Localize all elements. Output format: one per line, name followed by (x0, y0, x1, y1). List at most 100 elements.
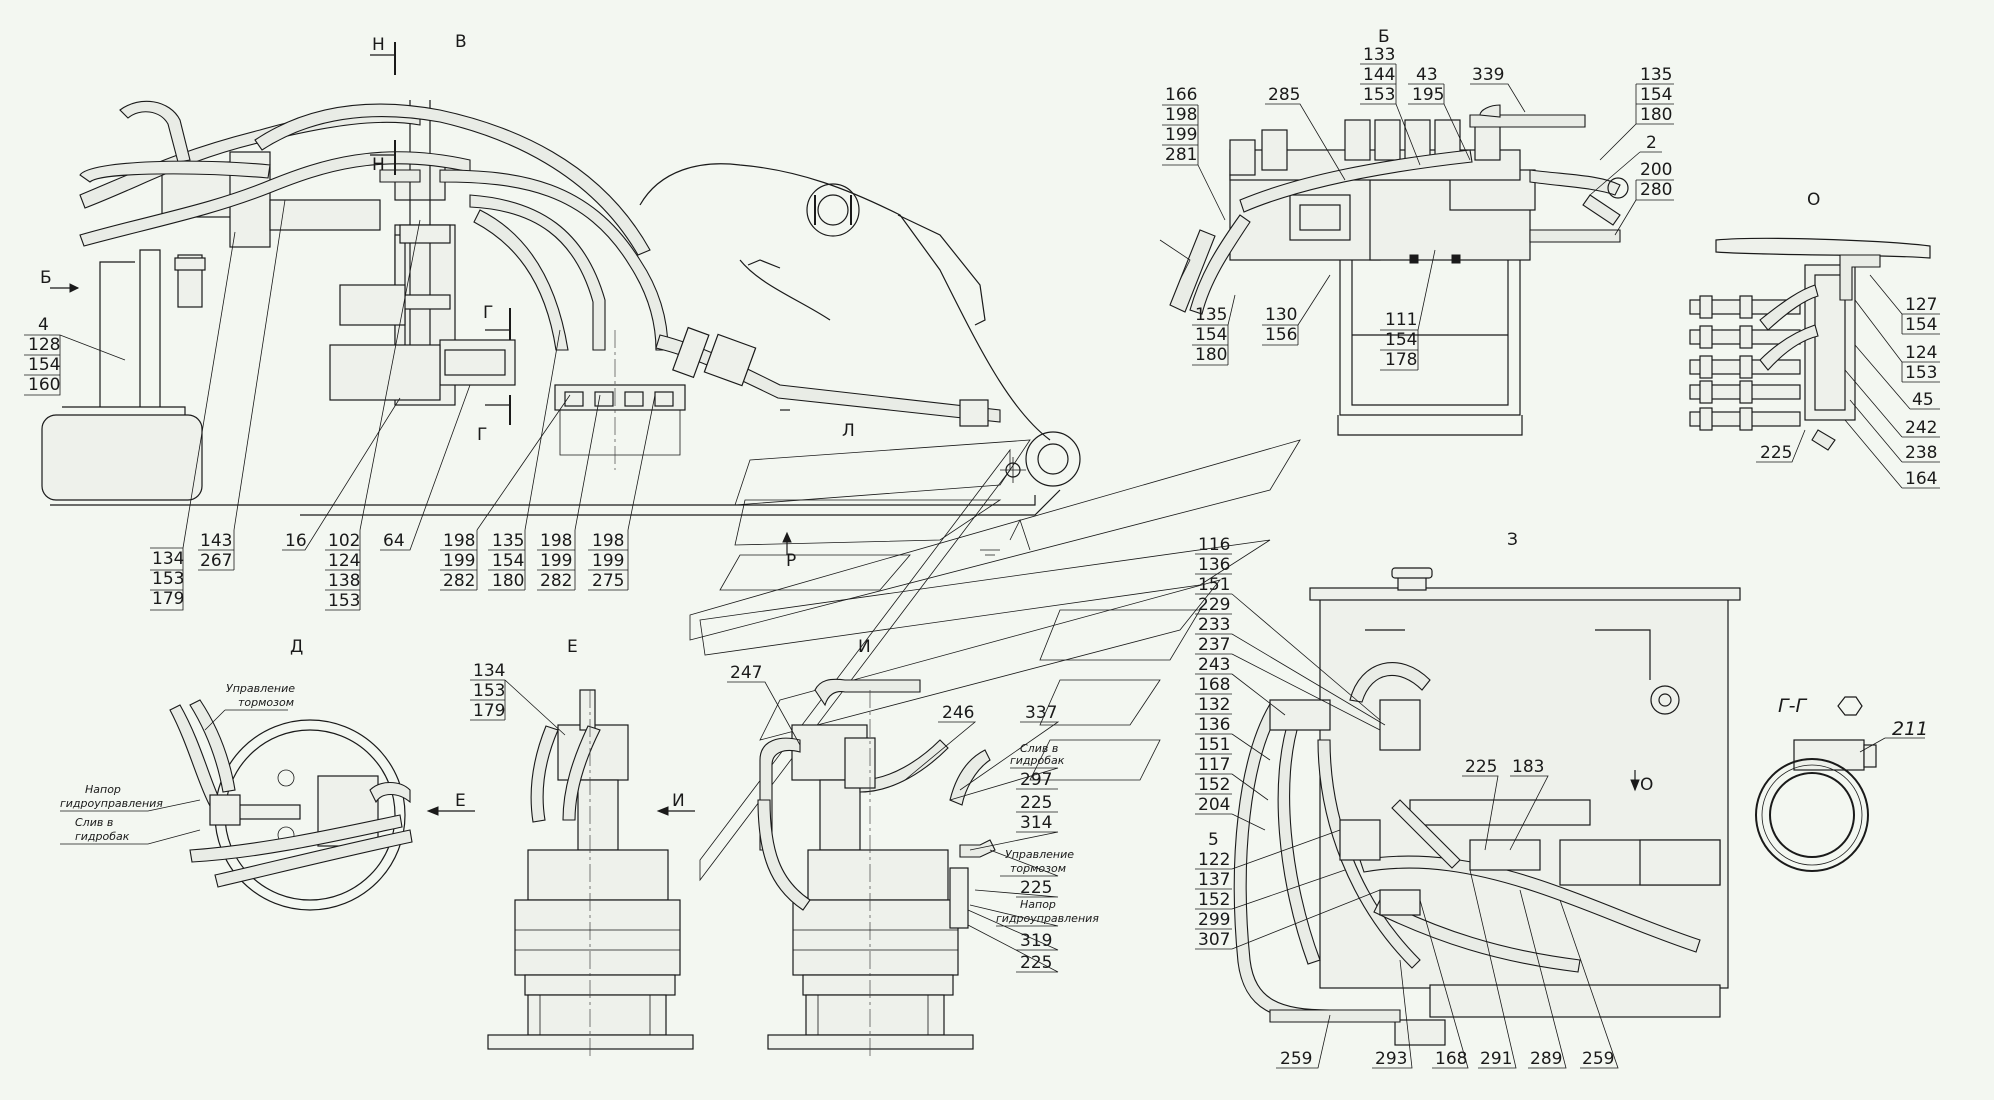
callout-b-c6-0: 135 (1640, 65, 1672, 85)
callout-i-c8: 319 (1020, 931, 1052, 951)
callout-z-c2: 5 122 137 152 299 307 (1195, 829, 1381, 950)
callout-v-c9-0: 198 (540, 531, 572, 551)
note-d-pressure-1: Напор (85, 783, 121, 796)
callout-v-c1-2: 154 (28, 355, 60, 375)
view-o-labels: О 127 154 124 153 45 242 238 164 225 (1756, 190, 1940, 489)
callout-b-c5-0: 339 (1472, 65, 1504, 85)
view-title-i: И (858, 637, 871, 657)
callout-z-c2-0: 5 (1208, 830, 1219, 850)
callout-z-c1-8: 132 (1198, 695, 1230, 715)
view-title-d: Д (290, 637, 303, 657)
callout-z-b4: 291 (1480, 1049, 1512, 1069)
callout-b-c10-0: 130 (1265, 305, 1297, 325)
callout-o-c2-1: 153 (1905, 363, 1937, 383)
callout-z-c1-12: 152 (1198, 775, 1230, 795)
view-i-assembly (757, 678, 996, 1060)
callout-z-c1-5: 237 (1198, 635, 1230, 655)
callout-v-c10-0: 198 (592, 531, 624, 551)
view-z-assembly (1233, 567, 1741, 1046)
callout-z-c3-0: 225 (1465, 757, 1497, 777)
callout-v-c9-1: 199 (540, 551, 572, 571)
callout-i-c6: 314 (1020, 813, 1052, 833)
callout-z-b2: 293 (1375, 1049, 1407, 1069)
callout-b-c9-0: 135 (1195, 305, 1227, 325)
note-d-brake-1: Управление (226, 682, 295, 695)
callout-b-c11-2: 178 (1385, 350, 1417, 370)
note-i-brake-1: Управление (1005, 848, 1074, 861)
callout-o-c3: 45 (1854, 344, 1940, 410)
view-o-assembly (1689, 237, 1931, 451)
section-mark-r: Р (786, 551, 796, 571)
view-v-assembly (41, 42, 1081, 516)
note-d-pressure-2: гидроуправления (60, 797, 163, 810)
section-mark-l: Л (842, 421, 855, 441)
note-i-drain-1: Слив в (1020, 742, 1058, 755)
callout-b-c1: 166 198 199 281 (1162, 85, 1226, 221)
callout-v-c6-0: 64 (383, 531, 405, 551)
callout-e-c1-0: 134 (473, 661, 505, 681)
view-title-b: Б (1378, 27, 1390, 47)
note-i-pressure-2: гидроуправления (996, 912, 1099, 925)
section-title-gg: Г-Г (1778, 695, 1807, 717)
callout-v-c5-1: 124 (328, 551, 360, 571)
callout-e-c1-2: 179 (473, 701, 505, 721)
callout-gg-c1: 211 (1892, 718, 1928, 740)
callout-o-c2-0: 124 (1905, 343, 1937, 363)
view-b-labels: Б 166 198 199 281 285 133 144 153 43 195… (1162, 27, 1674, 371)
callout-b-c11: 111 154 178 (1380, 249, 1436, 371)
view-title-z: З (1507, 530, 1518, 550)
callout-z-c1-9: 136 (1198, 715, 1230, 735)
callout-o-c2: 124 153 (1854, 299, 1940, 383)
callout-z-c1-3: 229 (1198, 595, 1230, 615)
callout-b-c6: 135 154 180 (1599, 65, 1674, 161)
callout-z-b1: 259 (1280, 1049, 1312, 1069)
callout-z-c1-2: 151 (1198, 575, 1230, 595)
callout-z-c1-10: 151 (1198, 735, 1230, 755)
callout-o-c6: 164 (1844, 419, 1940, 489)
callout-v-c9: 198 199 282 (537, 394, 601, 591)
view-e-labels: Е 134 153 179 И (470, 637, 695, 816)
callout-o-c5: 238 (1849, 399, 1940, 463)
callout-v-c7-0: 198 (443, 531, 475, 551)
view-arrow-i: И (672, 791, 685, 811)
callout-i-c9: 225 (1020, 953, 1052, 973)
callout-z-c2-5: 307 (1198, 930, 1230, 950)
callout-z-c1-1: 136 (1198, 555, 1230, 575)
callout-v-c2-2: 179 (152, 589, 184, 609)
callout-b-c7-0: 2 (1646, 133, 1657, 153)
view-e-assembly (487, 689, 694, 1060)
callout-v-c8-1: 154 (492, 551, 524, 571)
callout-b-c8-1: 280 (1640, 180, 1672, 200)
callout-b-c3-1: 144 (1363, 65, 1395, 85)
callout-z-c1-13: 204 (1198, 795, 1230, 815)
callout-v-c10-1: 199 (592, 551, 624, 571)
section-mark-n: Н (372, 155, 385, 175)
section-mark-n: Н (372, 35, 385, 55)
callout-z-c1-4: 233 (1198, 615, 1230, 635)
callout-v-c6: 64 (380, 384, 471, 551)
callout-z-c2-3: 152 (1198, 890, 1230, 910)
note-d-drain-2: гидробак (75, 830, 130, 843)
callout-b-c1-2: 199 (1165, 125, 1197, 145)
callout-i-c5: 225 (1020, 793, 1052, 813)
view-title-o: О (1807, 190, 1820, 210)
callout-v-c5: 102 124 138 153 (325, 219, 421, 611)
callout-b-c10: 130 156 (1262, 274, 1331, 346)
section-mark-g: Г (477, 425, 487, 445)
view-b-assembly (1159, 104, 1629, 436)
callout-v-c10-2: 275 (592, 571, 624, 591)
callout-b-c11-1: 154 (1385, 330, 1417, 350)
callout-b-c4: 43 195 (1408, 65, 1471, 161)
callout-v-c3: 143 267 (198, 199, 286, 571)
view-title-e: Е (567, 637, 578, 657)
callout-b-c7: 2 (1589, 133, 1662, 196)
callout-v-c1-0: 4 (38, 315, 49, 335)
callout-b-c3-0: 133 (1363, 45, 1395, 65)
callout-v-c2: 134 153 179 (150, 231, 236, 611)
callout-b-c4-0: 43 (1416, 65, 1438, 85)
callout-z-c2-2: 137 (1198, 870, 1230, 890)
callout-i-c3: 337 (1025, 703, 1057, 723)
section-gg: Г-Г 211 (1755, 695, 1928, 872)
